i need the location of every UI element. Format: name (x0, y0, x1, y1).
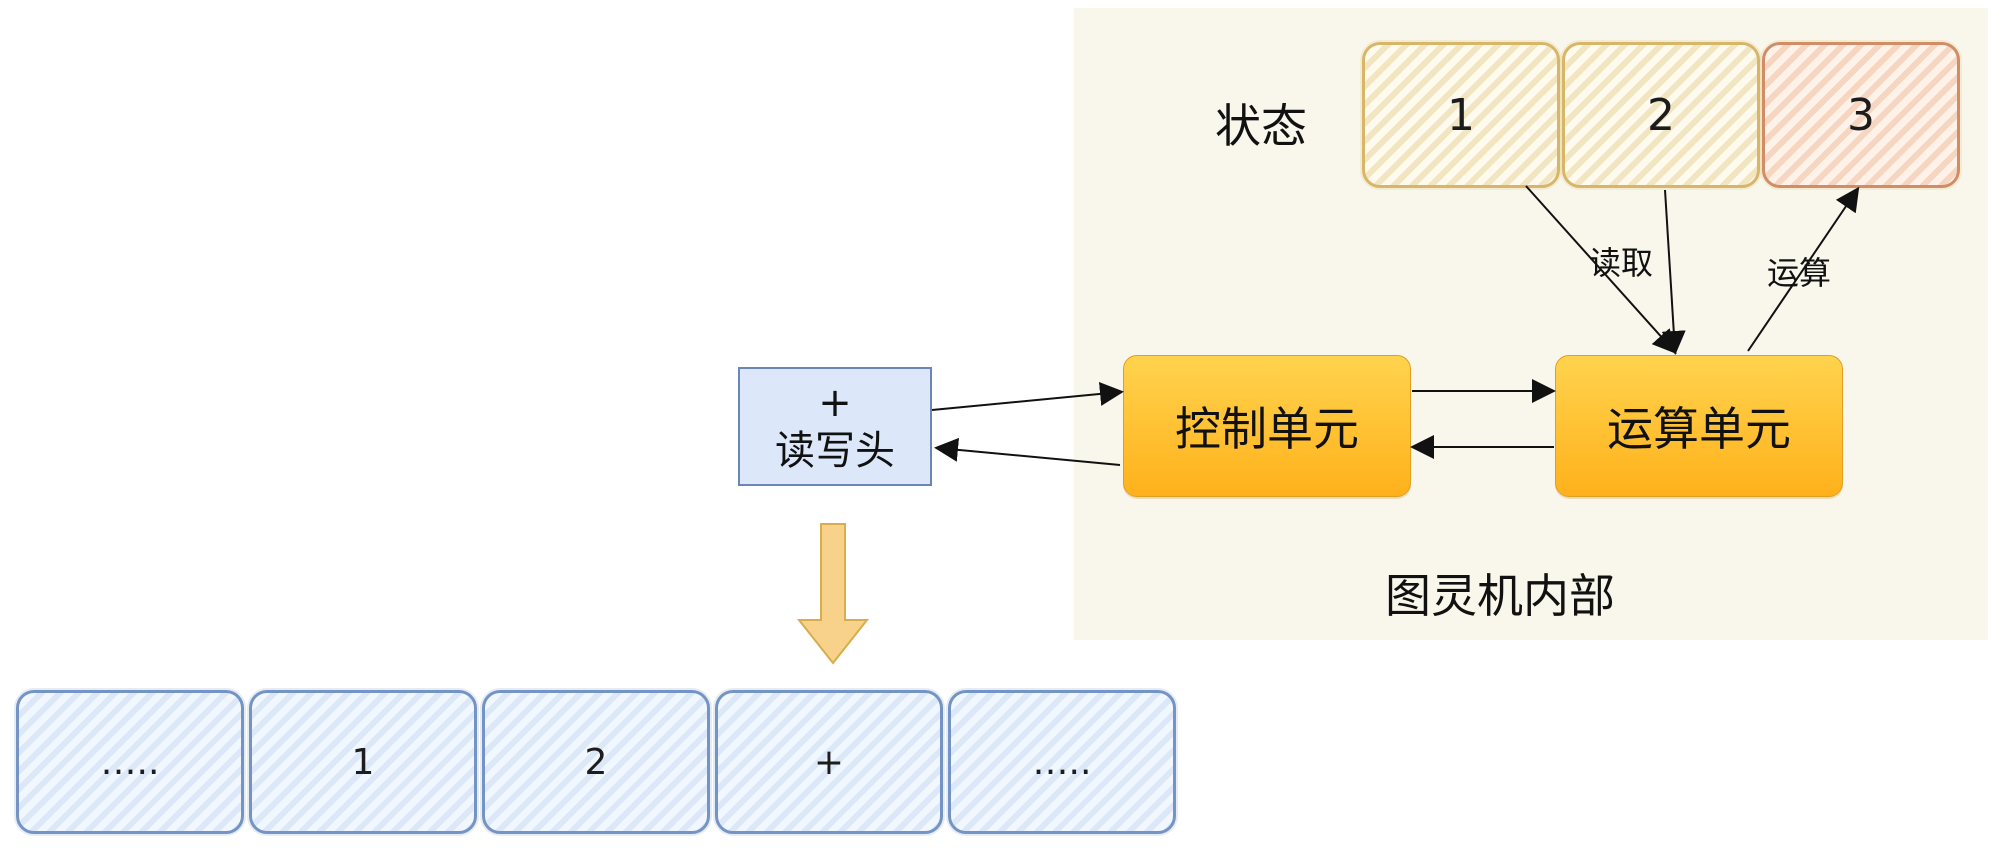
internal-region-caption: 图灵机内部 (1385, 569, 1615, 623)
down-arrow-to-tape (796, 523, 870, 665)
tape-cell-3: 2 (482, 690, 710, 834)
control-unit: 控制单元 (1123, 355, 1411, 497)
read-write-head-symbol: + (818, 379, 852, 426)
read-write-head-label: 读写头 (775, 427, 895, 474)
state-label: 状态 (1215, 99, 1307, 153)
state-cell-2: 2 (1562, 42, 1760, 188)
read-label: 读取 (1585, 238, 1658, 284)
tape-cell-2: 1 (249, 690, 477, 834)
state-cell-1: 1 (1362, 42, 1560, 188)
compute-label: 运算 (1763, 248, 1836, 294)
state-cell-3: 3 (1762, 42, 1960, 188)
read-write-head: + 读写头 (738, 367, 932, 486)
tape-cell-1: ….. (16, 690, 244, 834)
compute-unit: 运算单元 (1555, 355, 1843, 497)
tape-cell-5: ….. (948, 690, 1176, 834)
tape-cell-4: + (715, 690, 943, 834)
